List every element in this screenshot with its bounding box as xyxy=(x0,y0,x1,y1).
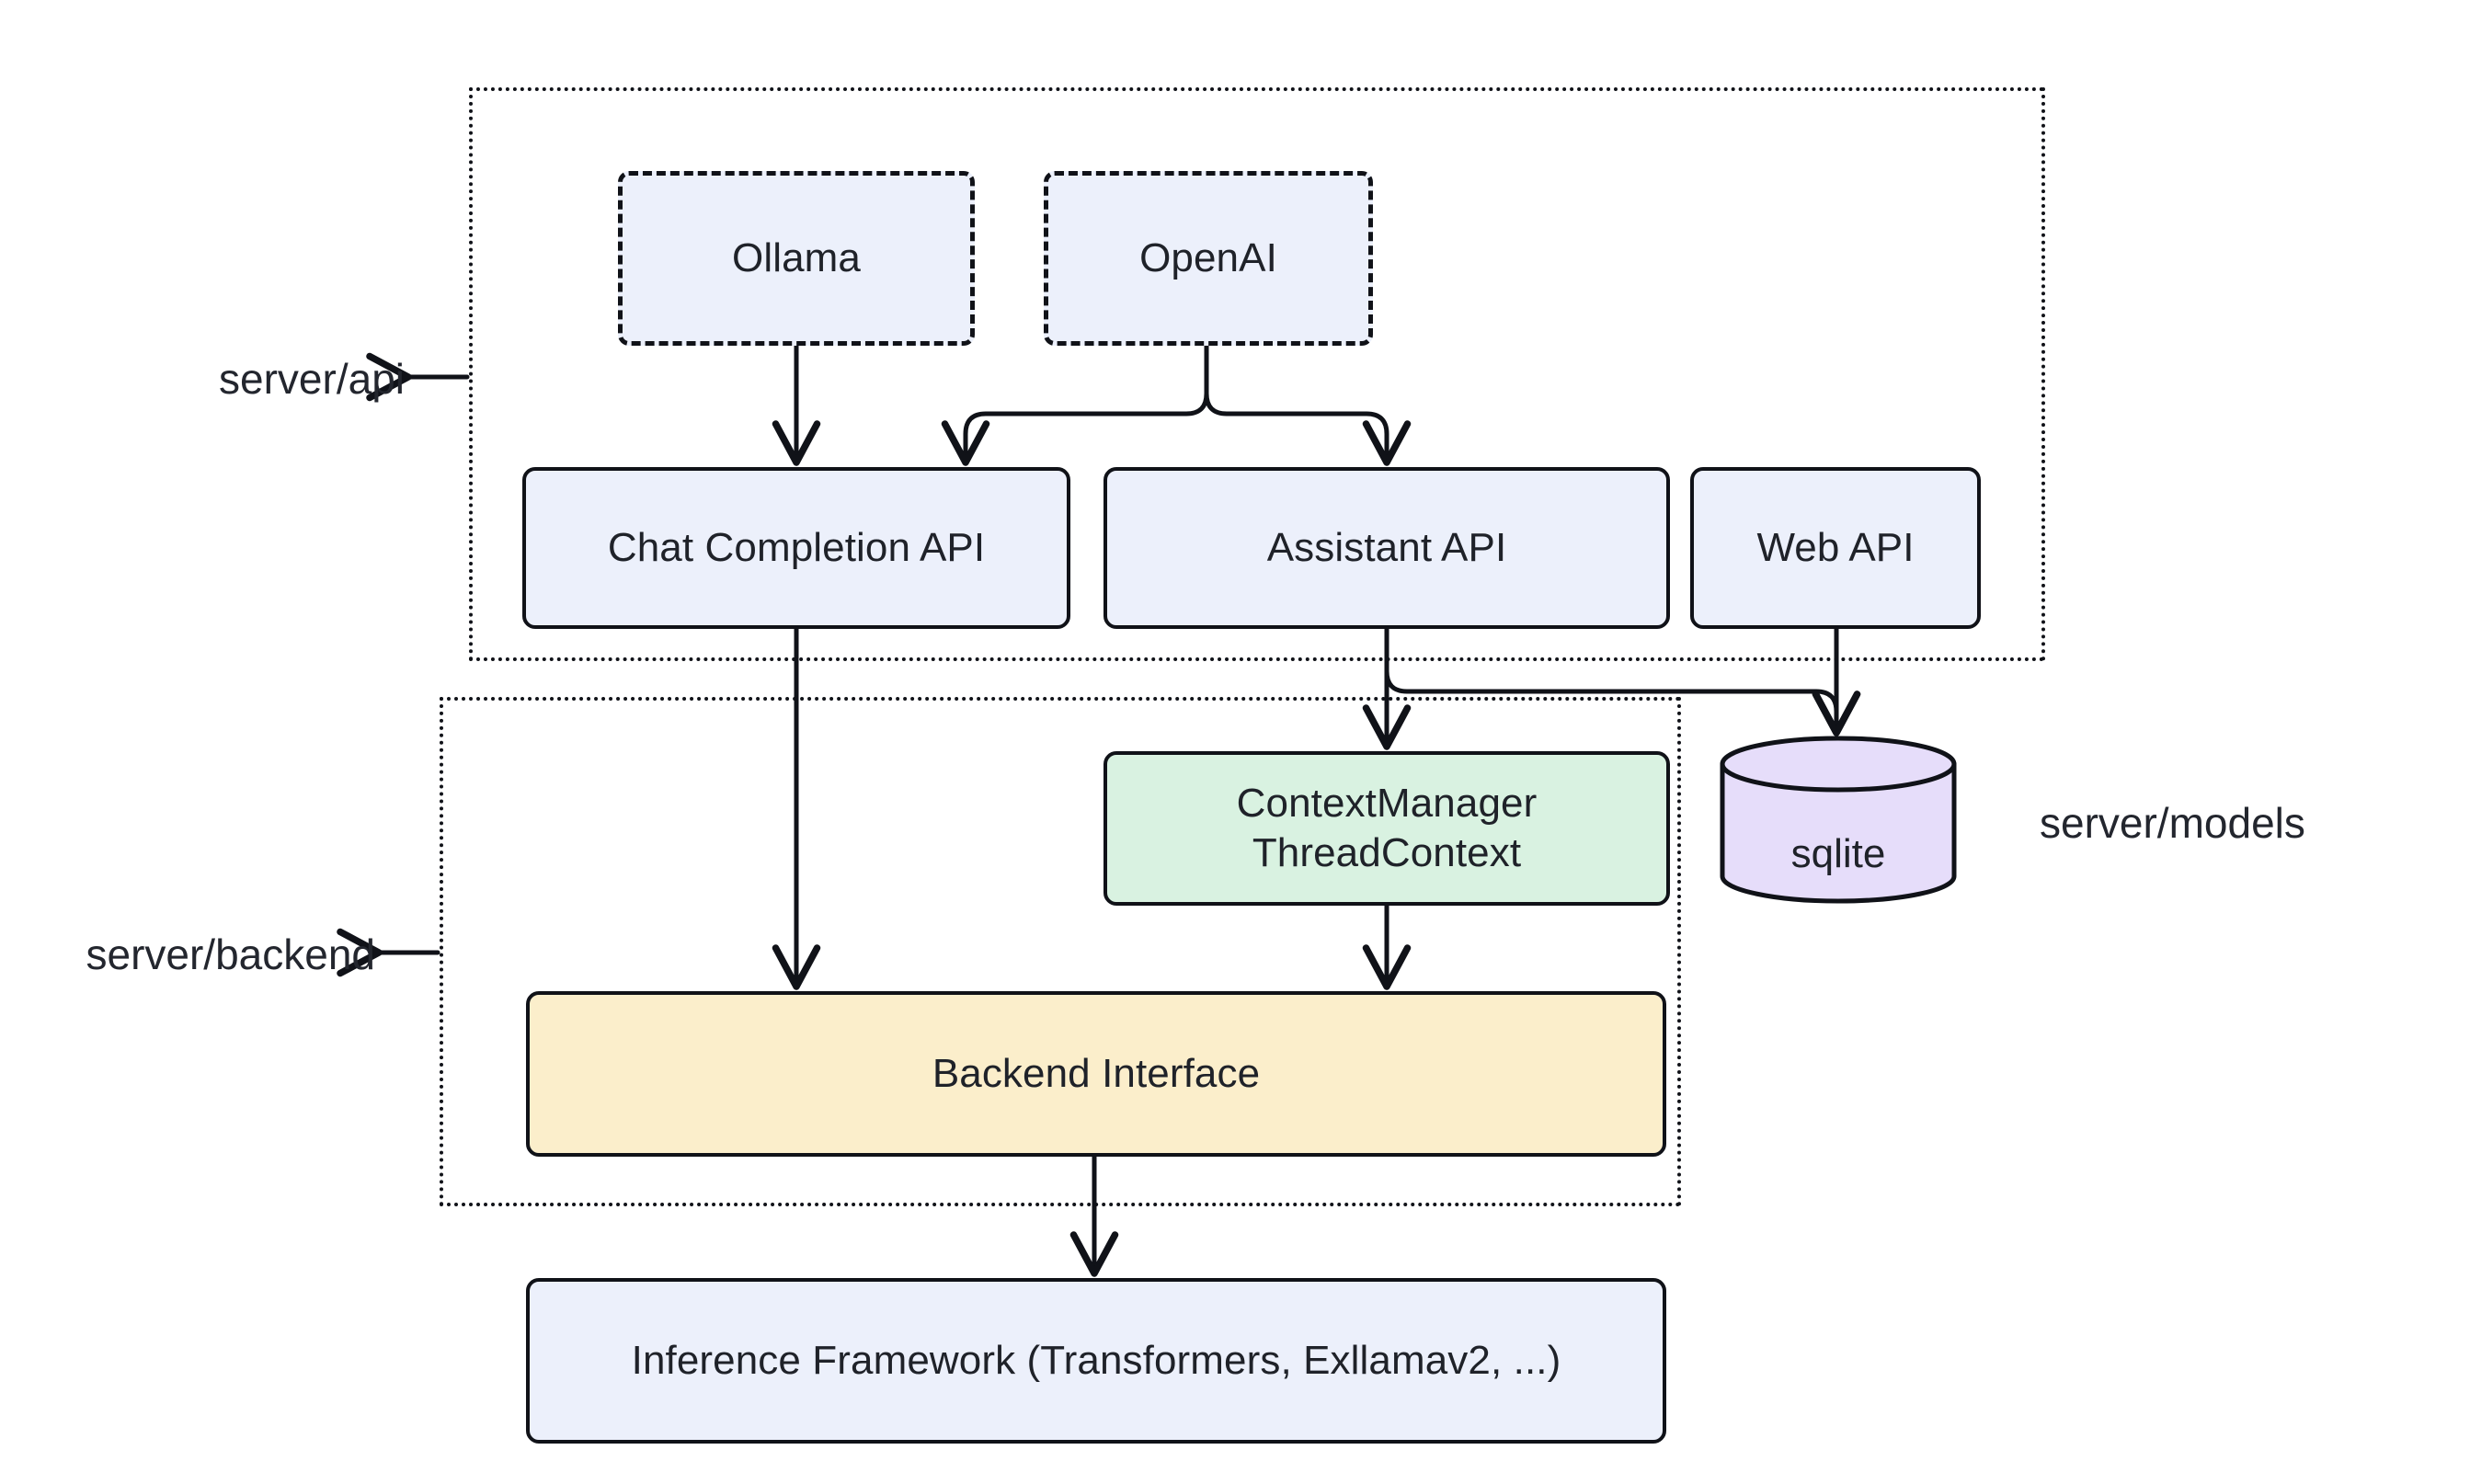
label-server-models-text: server/models xyxy=(2040,799,2305,847)
node-context-manager-label-line1: ContextManager xyxy=(1236,781,1538,827)
node-context-manager[interactable]: ContextManager ThreadContext xyxy=(1103,751,1670,906)
label-server-models: server/models xyxy=(2040,798,2305,848)
node-assistant-api[interactable]: Assistant API xyxy=(1103,467,1670,629)
group-server-backend xyxy=(440,697,1681,1206)
node-inference-framework[interactable]: Inference Framework (Transformers, Exlla… xyxy=(526,1278,1666,1444)
label-server-backend-text: server/backend xyxy=(86,930,376,978)
database-cylinder-icon xyxy=(1720,736,1957,904)
node-inference-framework-label: Inference Framework (Transformers, Exlla… xyxy=(631,1338,1561,1384)
group-server-api xyxy=(469,87,2045,661)
node-web-api[interactable]: Web API xyxy=(1690,467,1981,629)
node-ollama-label: Ollama xyxy=(732,235,861,281)
label-server-api-text: server/api xyxy=(219,355,405,403)
label-server-api: server/api xyxy=(55,354,405,404)
node-backend-interface[interactable]: Backend Interface xyxy=(526,991,1666,1157)
node-ollama[interactable]: Ollama xyxy=(618,171,975,346)
node-openai[interactable]: OpenAI xyxy=(1044,171,1373,346)
node-assistant-api-label: Assistant API xyxy=(1266,525,1507,571)
node-chat-completion-api[interactable]: Chat Completion API xyxy=(522,467,1070,629)
node-openai-label: OpenAI xyxy=(1139,235,1277,281)
node-web-api-label: Web API xyxy=(1756,525,1915,571)
node-backend-interface-label: Backend Interface xyxy=(932,1051,1261,1097)
label-server-backend: server/backend xyxy=(0,930,376,979)
edge-openai-to-assistant-api xyxy=(1204,342,1412,466)
node-context-manager-label-line2: ThreadContext xyxy=(1252,830,1522,875)
node-chat-completion-api-label: Chat Completion API xyxy=(607,525,986,571)
node-sqlite-database[interactable]: sqlite xyxy=(1718,734,1959,907)
